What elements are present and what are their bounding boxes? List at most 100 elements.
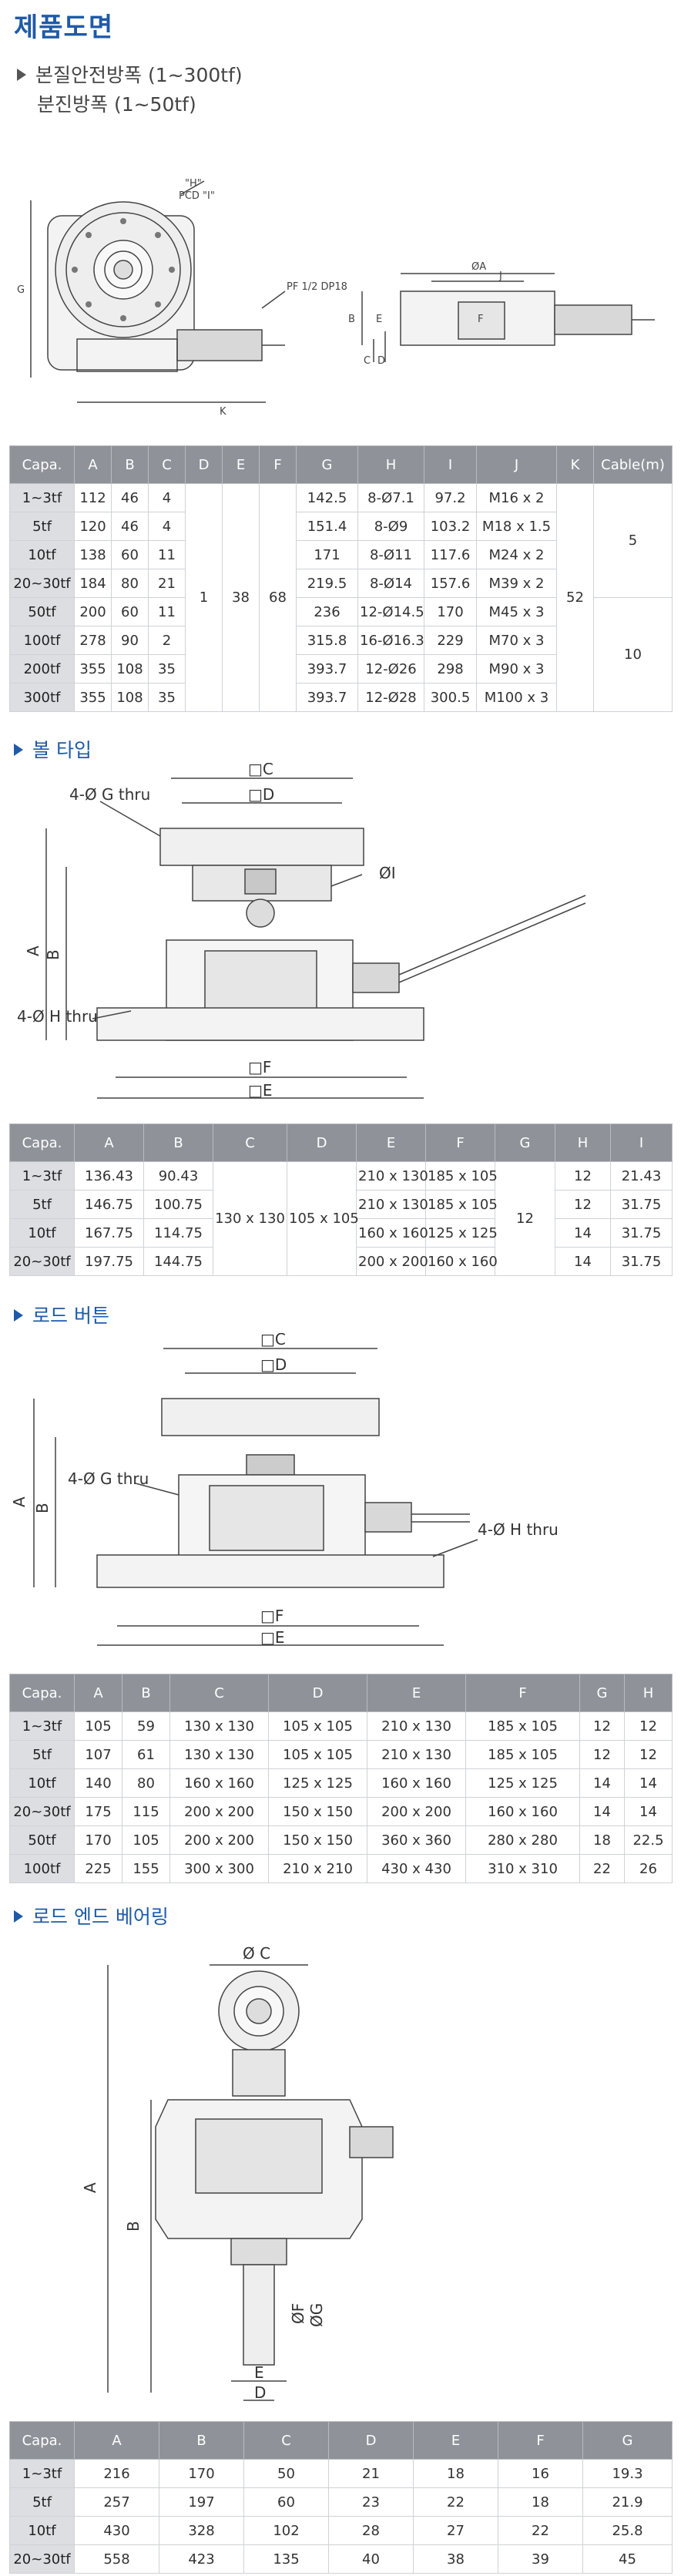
header-cell: H — [624, 1674, 673, 1712]
label-e: □E — [260, 1628, 285, 1647]
label-e: E — [254, 2363, 264, 2382]
label-a: ØA — [471, 261, 486, 273]
header-cell: K — [556, 445, 594, 484]
label-d: D — [377, 355, 385, 367]
table-row: 100tf 278 90 2 315.8 16-Ø16.3 229 M70 x … — [9, 626, 673, 655]
label-c: □C — [248, 763, 273, 778]
label-f: ØF — [289, 2303, 307, 2324]
subtitle-intrinsic: 본질안전방폭 (1~300tf) — [17, 60, 243, 88]
label-j: J — [498, 270, 502, 282]
label-h: 4-Ø H thru — [478, 1520, 559, 1539]
drawing-rod-end-bearing — [107, 1964, 394, 2401]
table-header-row: Capa. A B C D E F G H — [9, 1674, 673, 1712]
drawing-ball-type — [45, 778, 586, 1099]
header-cell: G — [296, 445, 358, 484]
label-b: B — [33, 1503, 52, 1513]
table-row: 1~3tf 136.43 90.43 130 x 130 105 x 105 2… — [9, 1161, 673, 1276]
label-pcd: PCD "I" — [179, 190, 215, 202]
table-row: 10tf 167.75 114.75 160 x 160 125 x 125 1… — [9, 1218, 673, 1248]
header-cell: A — [74, 1123, 144, 1162]
label-g: 4-Ø G thru — [68, 1469, 149, 1488]
label-b: B — [348, 314, 355, 325]
label-g: 4-Ø G thru — [69, 785, 150, 804]
header-cell: Capa. — [9, 2421, 75, 2460]
header-cell: G — [579, 1674, 625, 1712]
header-cell: F — [498, 2421, 583, 2460]
table-row: 5tf 120 46 4 151.4 8-Ø9 103.2 M18 x 1.5 — [9, 512, 673, 541]
header-cell: D — [328, 2421, 414, 2460]
header-cell: A — [74, 1674, 122, 1712]
label-c: C — [364, 355, 371, 367]
label-d: □D — [248, 785, 274, 804]
label-pf: PF 1/2 DP18 — [287, 281, 347, 293]
table-row: 1~3tf 112 46 4 1 38 68 142.5 8-Ø7.1 97.2… — [9, 483, 673, 712]
header-cell: F — [259, 445, 297, 484]
label-g: G — [17, 284, 25, 296]
bullet-triangle-icon — [17, 69, 26, 81]
table-row: 50tf 200 60 11 236 12-Ø14.5 170 M45 x 3 … — [9, 597, 673, 712]
header-cell: I — [424, 445, 477, 484]
label-d: D — [254, 2383, 266, 2402]
header-cell: Capa. — [9, 445, 75, 484]
drawing-ball-type-labels: □C □D 4-Ø G thru ØI A B 4-Ø H thru □F □E — [17, 763, 396, 1100]
label-e: E — [376, 314, 382, 325]
header-cell: E — [222, 445, 260, 484]
header-cell: B — [159, 2421, 244, 2460]
header-cell: F — [425, 1123, 495, 1162]
header-cell: E — [356, 1123, 426, 1162]
label-g: ØG — [307, 2303, 326, 2327]
label-d: □D — [260, 1355, 287, 1374]
label-b: B — [44, 949, 62, 960]
label-b: B — [124, 2221, 143, 2232]
label-a: A — [81, 2182, 99, 2193]
page-title: 제품도면 — [14, 12, 114, 43]
spec-table-ball-type: Capa. A B C D E F G H I 1~3tf 136.43 90.… — [9, 1123, 673, 1276]
header-cell: H — [555, 1123, 611, 1162]
header-cell: B — [122, 1674, 170, 1712]
header-cell: E — [413, 2421, 498, 2460]
header-cell: F — [465, 1674, 580, 1712]
label-a: A — [24, 945, 42, 956]
drawing-load-button — [33, 1348, 478, 1646]
table-row: 200tf 355 108 35 393.7 12-Ø26 298 M90 x … — [9, 654, 673, 683]
label-k: K — [220, 406, 226, 418]
header-cell: G — [582, 2421, 673, 2460]
header-cell: D — [287, 1123, 357, 1162]
header-cell: H — [357, 445, 424, 484]
header-cell: A — [74, 445, 112, 484]
header-cell: J — [476, 445, 557, 484]
label-f: F — [478, 314, 483, 325]
section-load-button-title: 로드 버튼 — [14, 1301, 109, 1328]
label-f: □F — [248, 1058, 271, 1076]
label-c: □C — [260, 1333, 286, 1348]
drawing-load-button-labels: □C □D 4-Ø G thru A B 4-Ø H thru □F □E — [10, 1333, 559, 1647]
label-f: □F — [260, 1607, 283, 1625]
table-row: 5tf 146.75 100.75 210 x 130 185 x 105 12… — [9, 1190, 673, 1219]
header-cell: C — [148, 445, 186, 484]
table-header-row: Capa. A B C D E F G H I J K Cable(m) — [9, 445, 673, 484]
section-rod-end-bearing-title: 로드 엔드 베어링 — [14, 1902, 169, 1929]
label-e: □E — [248, 1081, 273, 1100]
header-cell: C — [213, 1123, 287, 1162]
table-row: 300tf 355 108 35 393.7 12-Ø28 300.5 M100… — [9, 683, 673, 712]
header-cell: B — [111, 445, 149, 484]
label-a: A — [10, 1496, 29, 1507]
header-cell: Cable(m) — [593, 445, 673, 484]
header-cell: A — [74, 2421, 159, 2460]
label-h: "H" — [185, 178, 202, 190]
header-cell: G — [495, 1123, 555, 1162]
spec-table-main: Capa. A B C D E F G H I J K Cable(m) 1~3… — [9, 445, 673, 712]
table-header-row: Capa. A B C D E F G H I — [9, 1123, 673, 1162]
header-cell: Capa. — [9, 1674, 75, 1712]
bullet-triangle-icon — [14, 1309, 23, 1322]
subtitle-dust: 분진방폭 (1~50tf) — [37, 93, 196, 116]
